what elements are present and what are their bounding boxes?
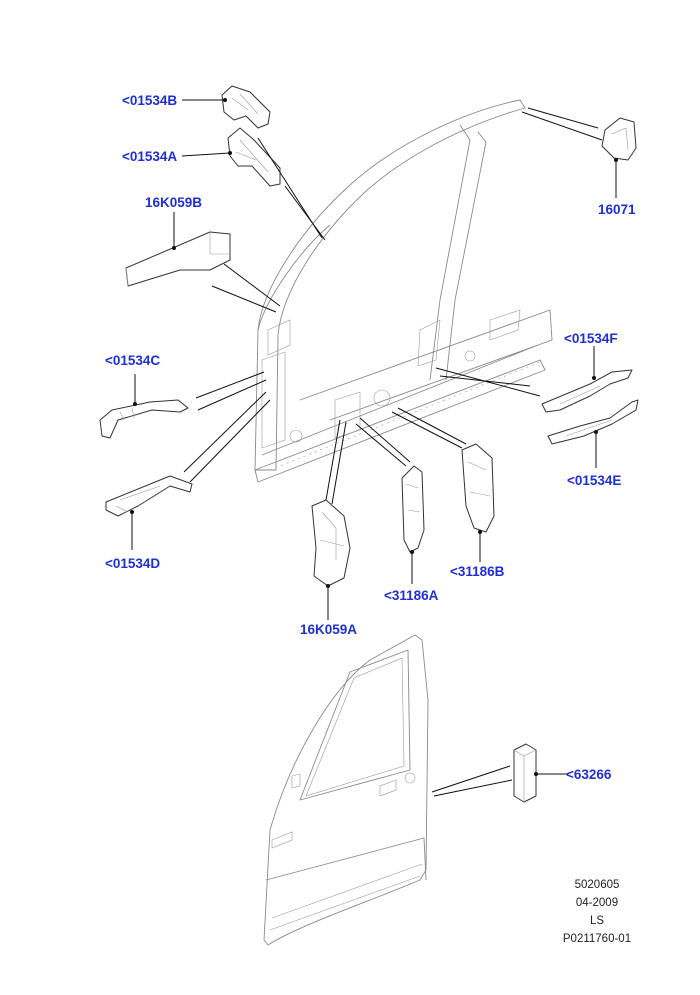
callout-01534F: <01534F [564,331,618,346]
part-63266 [513,743,537,803]
part-16K059B [125,231,231,287]
leader-lines [130,98,618,797]
callout-63266: <63266 [566,767,612,782]
part-16K059A [311,499,351,587]
callout-01534E: <01534E [567,473,622,488]
part-01534F [541,369,633,413]
callout-16K059B: 16K059B [145,195,203,210]
callout-01534C: <01534C [105,353,161,368]
diagram-reference: P0211760-01 [562,933,632,945]
part-31186B [461,443,495,533]
part-16071 [601,117,637,161]
diagram-date: 04-2009 [575,897,619,909]
part-01534B [221,85,271,129]
callout-31186A: <31186A [384,588,439,603]
part-01534E [547,399,639,445]
callout-16071: 16071 [598,202,636,217]
part-01534A [227,127,281,187]
callout-01534B: <01534B [122,93,178,108]
callout-31186B: <31186B [450,564,505,579]
door-panel [263,634,429,946]
callout-01534D: <01534D [105,556,161,571]
part-01534D [105,475,193,517]
callout-16K059A: 16K059A [300,622,358,637]
body-side-frame [254,99,553,483]
part-31186A [401,465,425,553]
diagram-number: 5020605 [574,879,620,891]
callout-01534A: <01534A [122,149,178,164]
diagram-code: LS [589,915,605,927]
part-01534C [99,399,189,439]
